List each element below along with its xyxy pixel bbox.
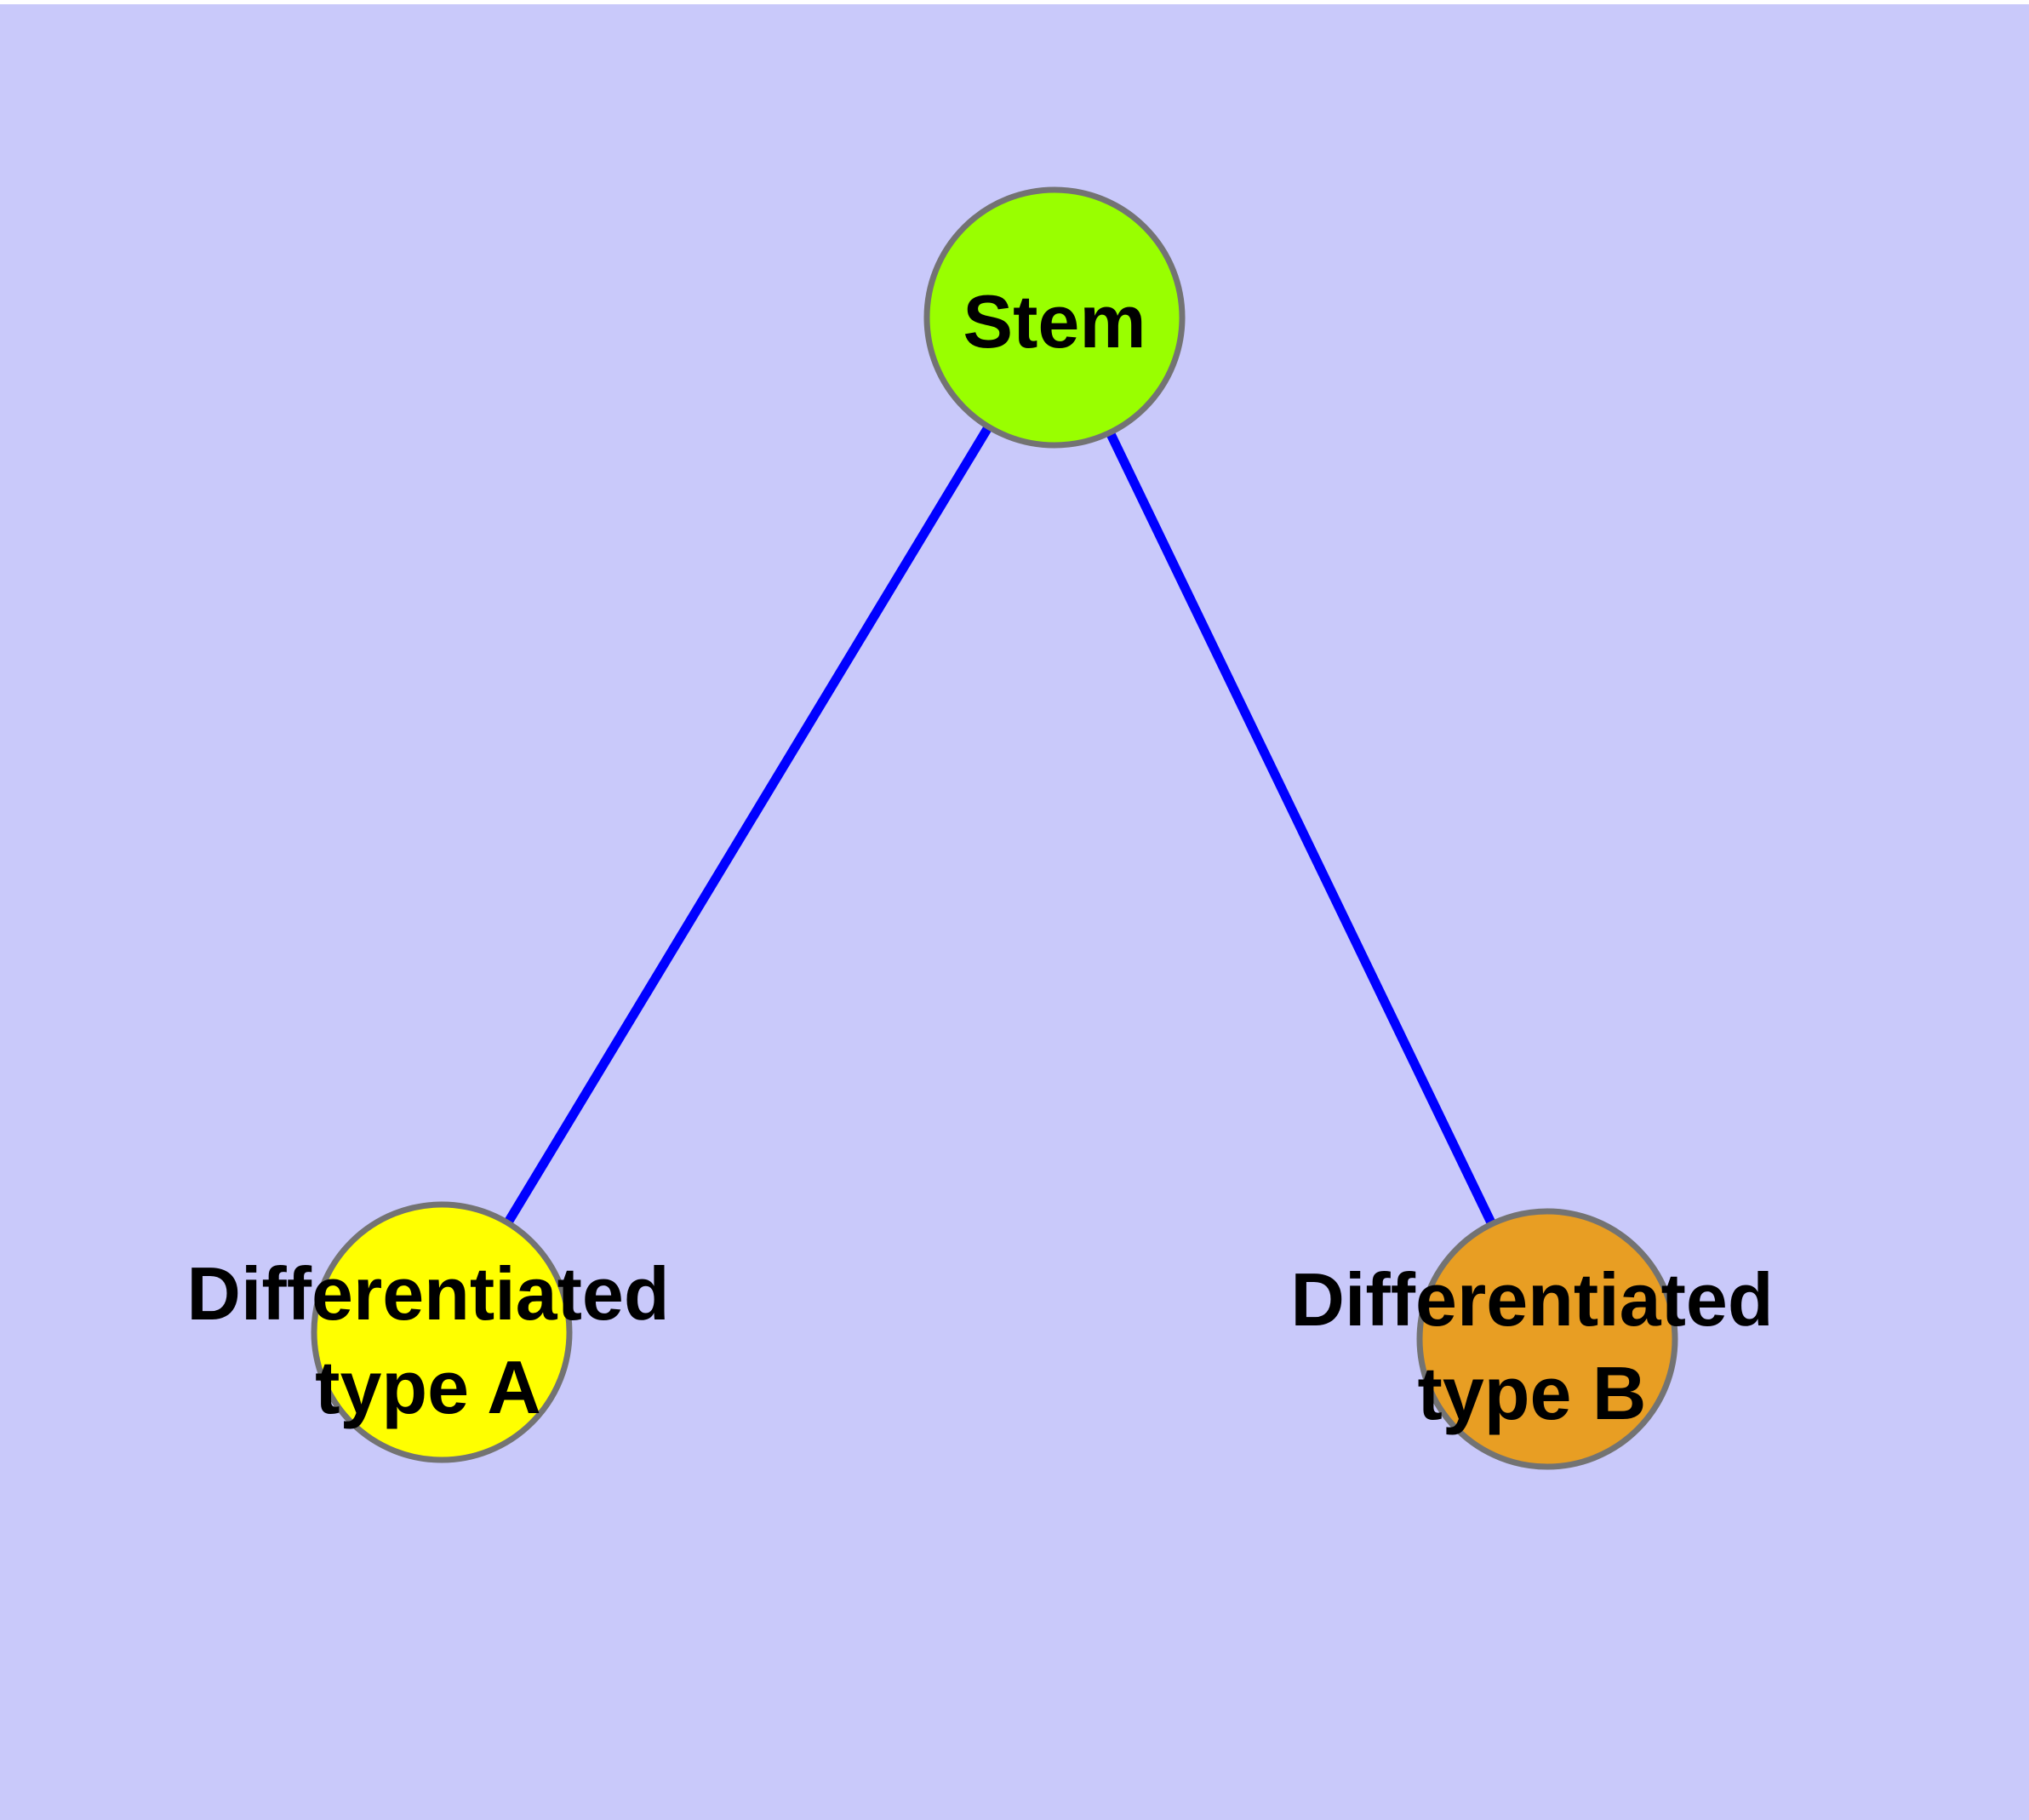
node-type-a-label-line1: Differentiated [186,1251,669,1336]
node-stem[interactable] [923,186,1186,449]
node-differentiated-type-a[interactable] [311,1201,573,1463]
node-differentiated-type-b[interactable] [1416,1208,1678,1470]
edge-stem-to-type-b [1050,315,1552,1342]
node-type-b-label-line1: Differentiated [1290,1257,1773,1342]
node-stem-label: Stem [963,279,1146,363]
node-type-b-label-line2: type B [1418,1351,1647,1435]
node-type-a-label-line2: type A [315,1345,541,1429]
edge-stem-to-type-a [437,315,1059,1335]
